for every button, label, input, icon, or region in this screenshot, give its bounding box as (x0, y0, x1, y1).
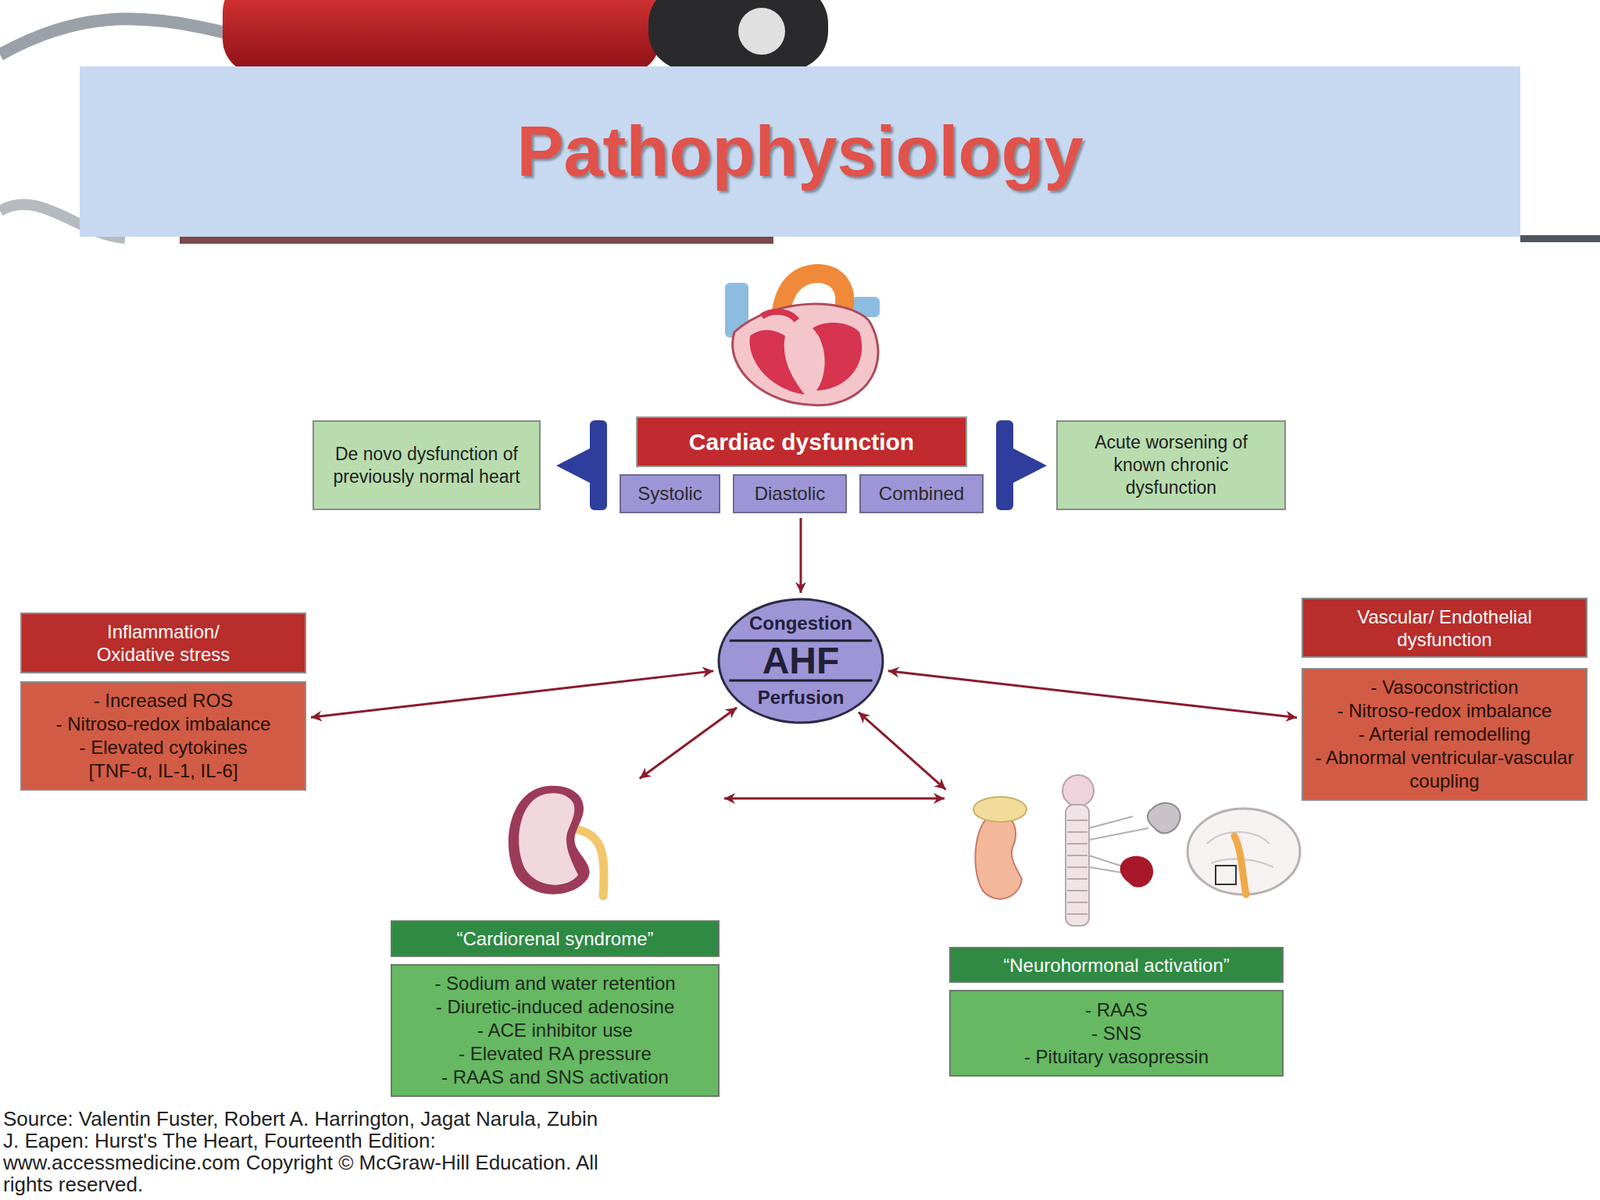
chamber (750, 330, 805, 396)
connector-arrow (888, 671, 1297, 718)
type-box: Combined (859, 474, 984, 514)
heading-box: Inflammation/ Oxidative stress (20, 612, 307, 674)
bullet-text: - Nitroso-redox imbalance (1337, 699, 1553, 723)
origin-box: De novo dysfunction of previously normal… (312, 420, 541, 511)
vertebrae (1067, 820, 1088, 915)
kidney-cortex (518, 792, 579, 885)
connector-arrow (858, 712, 947, 790)
heading-box: “Cardiorenal syndrome” (390, 920, 720, 958)
bullet-text: - Nitroso-redox imbalance (56, 712, 272, 736)
factor-box: Vascular/ Endothelial dysfunction - Vasoc… (1301, 597, 1588, 801)
stethoscope-photo (0, 0, 1600, 244)
type-box: Systolic (619, 474, 721, 514)
connector-arrow (800, 517, 803, 593)
bullet-text: - ACE inhibitor use (477, 1018, 633, 1043)
ahf-circle: CongestionAHF Perfusion (717, 597, 885, 725)
body-box: - RAAS- SNS- Pituitary vasopressin (949, 989, 1284, 1077)
brain (1187, 808, 1300, 895)
bullet-text: - Abnormal ventricular-vascular coupling (1309, 746, 1580, 793)
bracket-bar (589, 420, 608, 511)
kidney (508, 785, 590, 895)
box-heading: Vascular/ Endothelial dysfunction (1315, 605, 1574, 651)
connector-arrow (724, 797, 945, 800)
heart (1120, 856, 1154, 888)
kidney (975, 812, 1022, 900)
origin-box: Acute worsening of known chronic dysfunc… (1056, 420, 1286, 511)
bullet-text: - Elevated RA pressure (458, 1042, 652, 1066)
adrenal (973, 796, 1027, 822)
heart-wall (732, 303, 879, 406)
bullet-text: - Increased ROS (93, 689, 234, 713)
box-text: Acute worsening of known chronic dysfunc… (1085, 431, 1258, 500)
atrium (761, 311, 797, 321)
device (222, 0, 661, 75)
body-box: - Increased ROS- Nitroso-redox imbalance… (20, 681, 307, 791)
body-box: - Sodium and water retention- Diuretic-i… (390, 964, 720, 1097)
bullet-text: - Arterial remodelling (1358, 722, 1531, 747)
box-text: Combined (878, 482, 965, 505)
bullet-text: - Pituitary vasopressin (1024, 1045, 1209, 1069)
box-heading: “Neurohormonal activation” (1003, 953, 1229, 977)
neurohormonal-illustration (973, 775, 1300, 926)
bullet-text: - SNS (1091, 1021, 1142, 1046)
brainstem (1062, 775, 1094, 807)
bullet-text: - RAAS (1085, 998, 1148, 1022)
slide-title: Pathophysiology (79, 66, 1521, 237)
chamber (812, 322, 862, 391)
pituitary-marker (1215, 865, 1236, 885)
bracket-arrow (1013, 448, 1047, 483)
heart-illustration (725, 273, 880, 406)
heading-box: “Neurohormonal activation” (949, 946, 1284, 983)
kidney-illustration (508, 785, 604, 897)
box-text: Cardiac dysfunction (689, 428, 915, 456)
factor-box: Inflammation/ Oxidative stress - Increase… (20, 612, 307, 791)
source-note: Source: Valentin Fuster, Robert A. Harri… (3, 1107, 613, 1196)
device (738, 7, 786, 55)
rule (1520, 235, 1600, 243)
organ (1147, 803, 1181, 834)
heading-box: Vascular/ Endothelial dysfunction (1301, 597, 1588, 658)
body-box: - Vasoconstriction- Nitroso-redox imbala… (1301, 667, 1588, 801)
bullet-text: - Sodium and water retention (434, 971, 675, 996)
bullet-text: - RAAS and SNS activation (441, 1065, 669, 1090)
organ-box: “Cardiorenal syndrome” - Sodium and water… (390, 781, 720, 1097)
bullet-text: - Elevated cytokines [TNF-α, IL-1, IL-6] (57, 735, 269, 783)
circle-text: AHF (717, 640, 885, 682)
circle-text: Perfusion (717, 686, 885, 709)
organ-box: “Neurohormonal activation” - RAAS- SNS- P… (949, 777, 1301, 1077)
box-text: Systolic (637, 482, 703, 505)
dysfunction-box: Cardiac dysfunction (635, 416, 968, 468)
box-text: Diastolic (754, 482, 826, 505)
circle-text: Congestion (717, 612, 885, 635)
type-box: Diastolic (732, 474, 847, 514)
bracket-arrow (556, 448, 590, 483)
bracket-bar (996, 420, 1014, 511)
spine (1065, 804, 1090, 926)
box-heading: Inflammation/ Oxidative stress (69, 620, 258, 666)
tube (0, 18, 235, 55)
bullet-text: - Vasoconstriction (1371, 675, 1519, 700)
device (648, 0, 829, 71)
bullet-text: - Diuretic-induced adenosine (435, 995, 675, 1019)
box-text: De novo dysfunction of previously normal… (332, 442, 521, 489)
box-heading: “Cardiorenal syndrome” (456, 927, 654, 950)
connector-arrow (639, 707, 737, 779)
connector-arrow (310, 671, 714, 718)
title-banner (79, 66, 1521, 237)
